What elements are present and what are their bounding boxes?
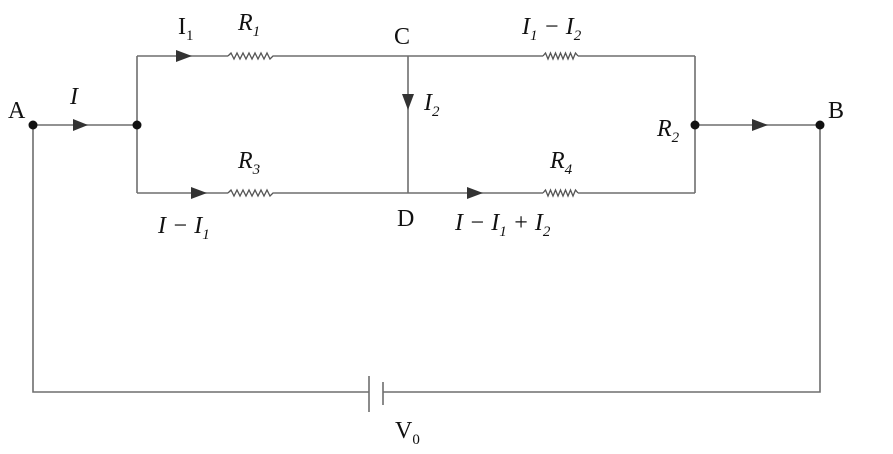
wire-return <box>32 125 821 393</box>
label-r1: R1 <box>237 10 260 40</box>
label-d: D <box>397 206 414 232</box>
battery-symbol <box>368 376 384 412</box>
label-b: B <box>828 98 844 124</box>
resistor-r1 <box>227 51 275 61</box>
arrow-i <box>73 119 88 131</box>
label-c: C <box>394 24 410 50</box>
label-r3: R3 <box>237 148 260 178</box>
node-b-dot <box>815 120 825 130</box>
arrow-to-b <box>752 119 768 131</box>
label-current-i2: I2 <box>423 90 440 120</box>
arrow-i-minus-i1 <box>191 187 207 199</box>
resistor-top-right <box>542 51 579 61</box>
resistor-r4 <box>542 188 579 198</box>
label-a: A <box>8 98 26 124</box>
label-current-i: I <box>69 84 79 110</box>
wires <box>32 55 821 393</box>
label-current-i1-minus-i2: I1 − I2 <box>521 14 582 44</box>
junction-left-dot <box>132 120 142 130</box>
junction-right-dot <box>690 120 700 130</box>
label-v0: V0 <box>395 418 420 448</box>
label-r4: R4 <box>549 148 573 178</box>
label-current-i-minus-i1: I − I1 <box>157 213 210 243</box>
label-current-i1: I1 <box>178 14 194 44</box>
label-r2: R2 <box>656 116 680 146</box>
label-current-i-minus-i1-plus-i2: I − I1 + I2 <box>454 210 551 240</box>
arrow-i2 <box>402 94 414 110</box>
resistor-r3 <box>227 188 275 198</box>
arrow-i-minus-i1-plus-i2 <box>467 187 483 199</box>
arrow-i1 <box>176 50 192 62</box>
node-a-dot <box>28 120 38 130</box>
